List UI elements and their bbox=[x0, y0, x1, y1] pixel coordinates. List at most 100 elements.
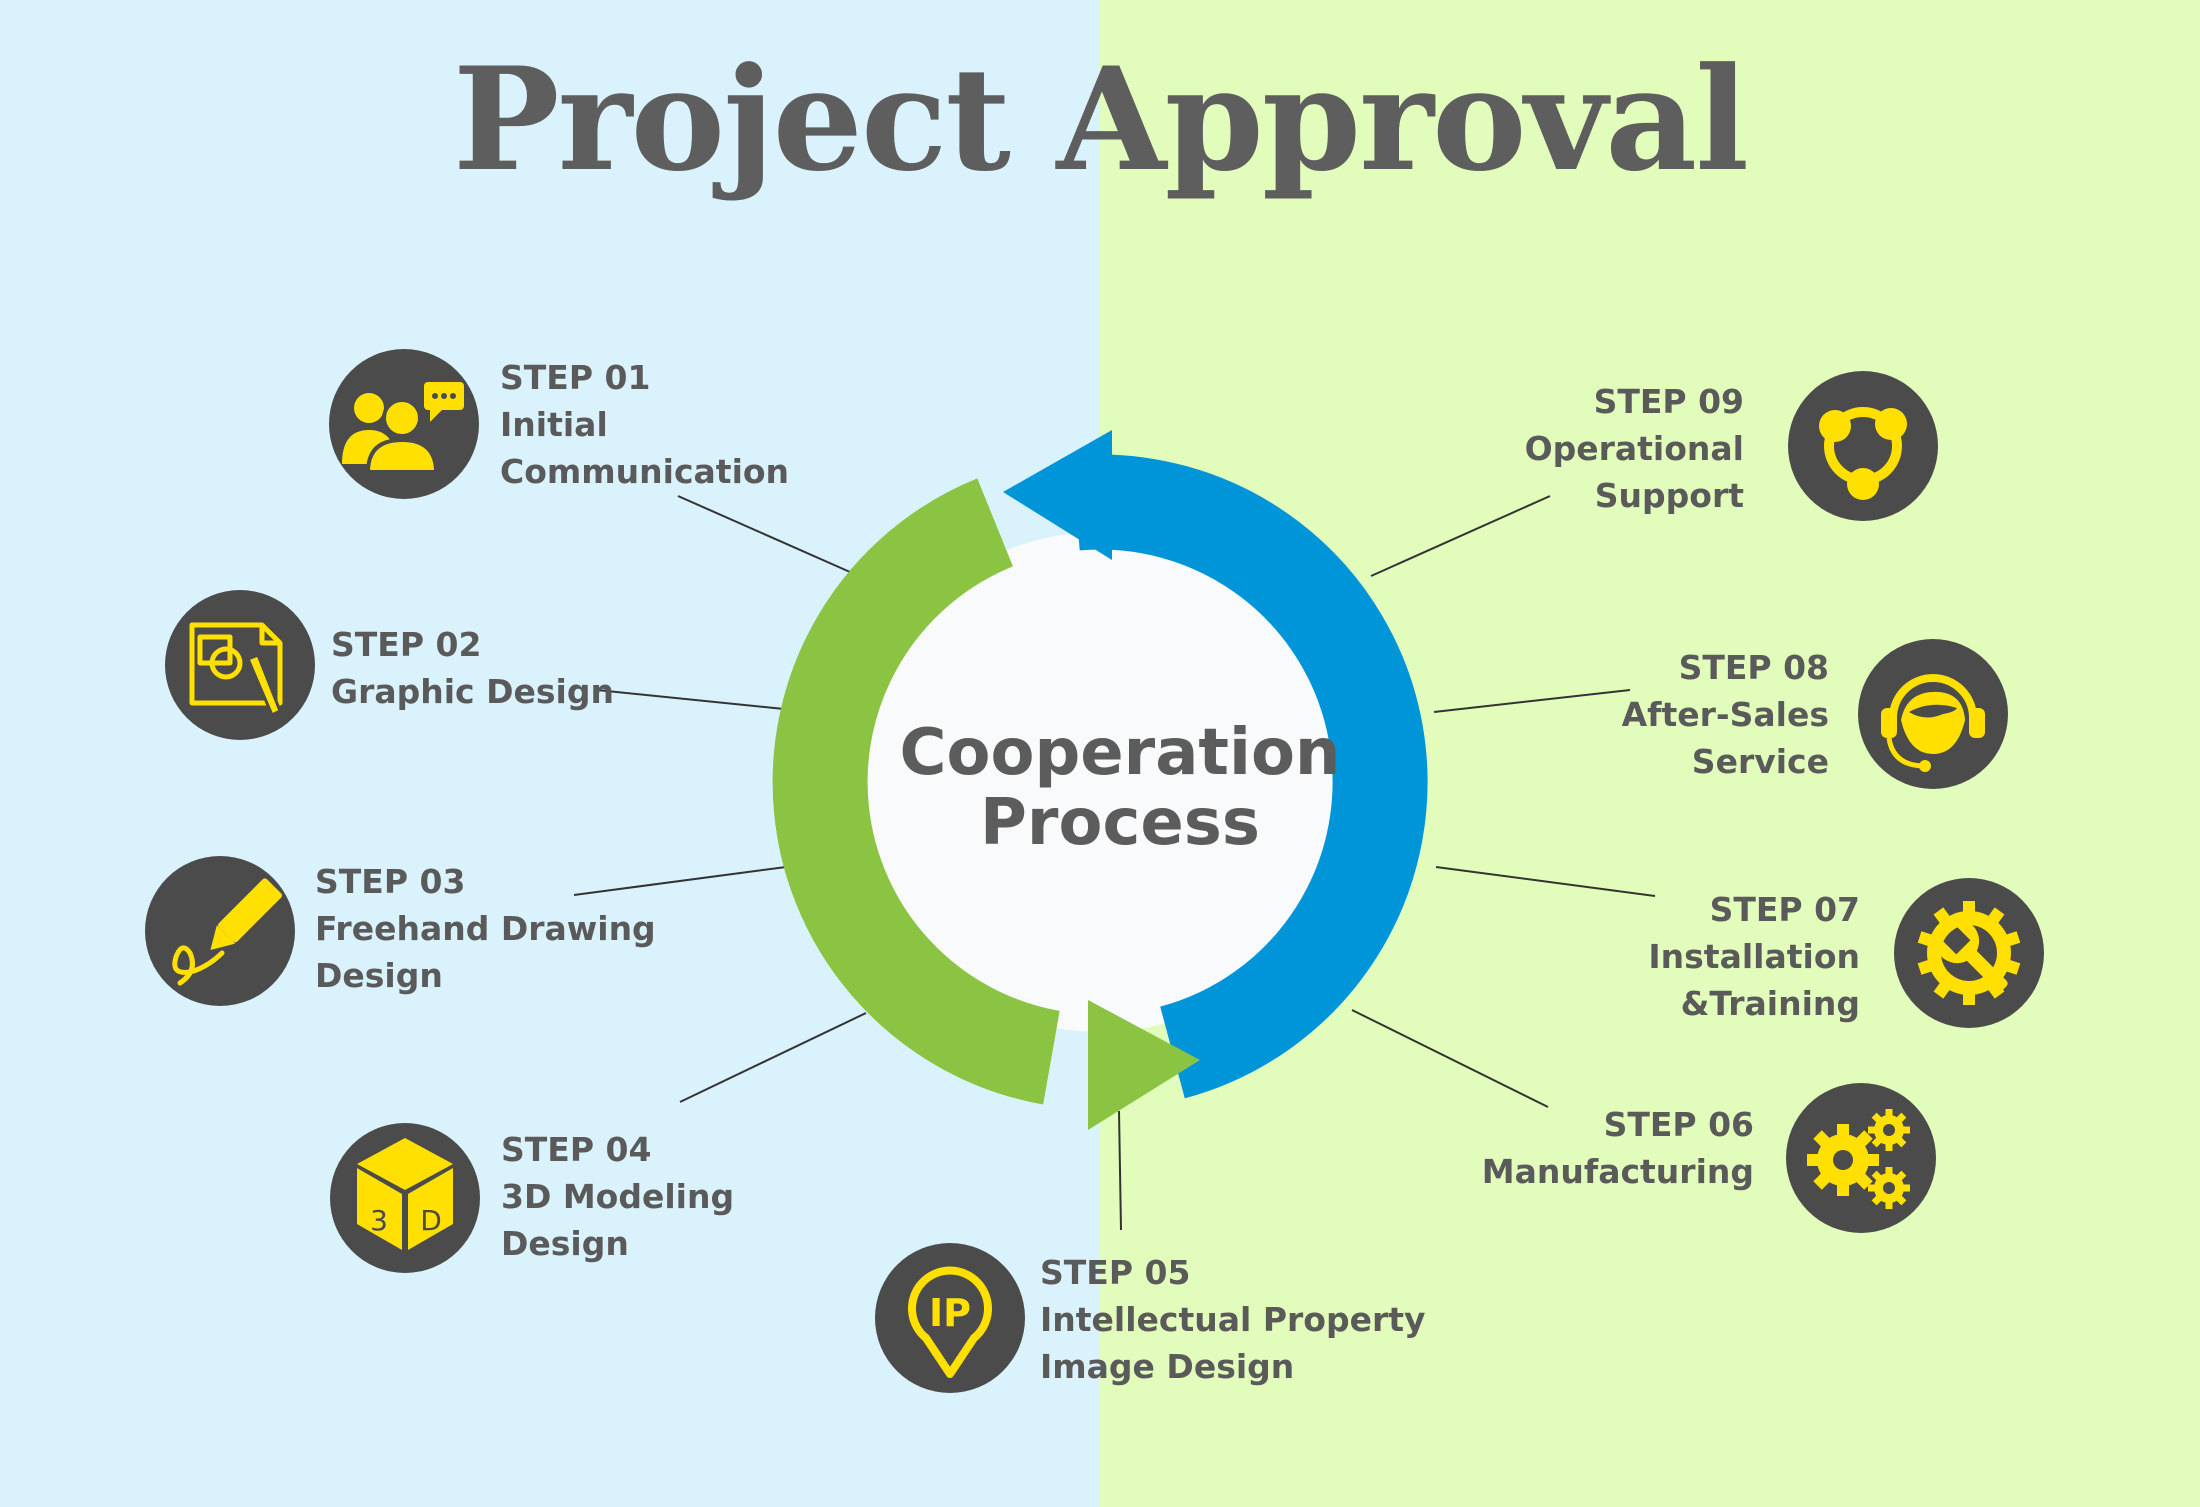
gear-tooth bbox=[1885, 1199, 1893, 1209]
gear-tooth bbox=[1865, 1154, 1879, 1166]
gear-tooth bbox=[1900, 1126, 1910, 1134]
svg-text:3: 3 bbox=[370, 1204, 388, 1237]
gear-tooth bbox=[1894, 1170, 1907, 1183]
step-08-number: STEP 08 bbox=[1678, 648, 1829, 687]
step-01-label: STEP 01 Initial Communication bbox=[500, 354, 789, 495]
gear-tooth bbox=[1933, 980, 1952, 999]
step-01-number: STEP 01 bbox=[500, 358, 651, 397]
gear-tooth bbox=[1885, 1141, 1893, 1151]
ring-center bbox=[850, 532, 1350, 1032]
step-06-line1: Manufacturing bbox=[1481, 1152, 1754, 1191]
gear-tooth bbox=[1871, 1170, 1884, 1183]
green-arc bbox=[772, 478, 1061, 1105]
gear-tooth bbox=[1885, 1109, 1893, 1119]
step-04-line1: 3D Modeling bbox=[501, 1177, 735, 1216]
blue-arrowhead bbox=[1003, 430, 1112, 560]
gear-tooth bbox=[2003, 931, 2021, 947]
connector-step-07 bbox=[1435, 866, 1656, 897]
step-09-label: STEP 09 Operational Support bbox=[1525, 378, 1744, 519]
step-05-number: STEP 05 bbox=[1040, 1253, 1191, 1292]
3d-cube-icon: 3 D bbox=[330, 1123, 480, 1273]
step-04-label: STEP 04 3D Modeling Design bbox=[501, 1126, 734, 1267]
connector-lines bbox=[573, 495, 1656, 1231]
green-arrowhead bbox=[1088, 1000, 1200, 1130]
connector-step-01 bbox=[677, 495, 851, 573]
people-chat-icon bbox=[329, 349, 479, 499]
gear-tooth bbox=[1807, 1154, 1821, 1166]
center-label-line2: Process bbox=[980, 786, 1260, 860]
gear-tooth bbox=[1813, 1171, 1832, 1190]
gear-tooth bbox=[1917, 959, 1935, 975]
step-01-line2: Communication bbox=[500, 452, 790, 491]
gear-wrench-icon bbox=[1894, 878, 2044, 1028]
step-02-label: STEP 02 Graphic Design bbox=[331, 621, 614, 715]
connector-step-05 bbox=[1118, 1110, 1122, 1231]
step-05-line2: Image Design bbox=[1040, 1347, 1295, 1386]
connector-step-03 bbox=[573, 866, 787, 896]
pencil-icon bbox=[145, 856, 295, 1006]
step-05-line1: Intellectual Property bbox=[1040, 1300, 1426, 1339]
gear-tooth bbox=[1868, 1126, 1878, 1134]
gear-tooth bbox=[1885, 1167, 1893, 1177]
gear-tooth bbox=[1871, 1135, 1884, 1148]
gear-tooth bbox=[2003, 959, 2021, 975]
step-07-line2: &Training bbox=[1680, 984, 1860, 1023]
step-03-number: STEP 03 bbox=[315, 862, 466, 901]
gear-tooth bbox=[1894, 1112, 1907, 1125]
center-label-line1: Cooperation bbox=[899, 716, 1341, 790]
gear-tooth bbox=[1900, 1184, 1910, 1192]
svg-text:IP: IP bbox=[929, 1291, 971, 1335]
gear-tooth bbox=[1871, 1112, 1884, 1125]
gear-tooth bbox=[1854, 1130, 1873, 1149]
svg-text:D: D bbox=[420, 1204, 442, 1237]
step-01-line1: Initial bbox=[500, 405, 608, 444]
gear-tooth bbox=[1894, 1193, 1907, 1206]
connector-step-02 bbox=[596, 689, 785, 710]
step-03-line1: Freehand Drawing bbox=[315, 909, 656, 948]
step-04-line2: Design bbox=[501, 1224, 629, 1263]
gears-icon bbox=[1786, 1083, 1936, 1233]
connector-step-09 bbox=[1370, 495, 1551, 577]
connector-step-06 bbox=[1351, 1009, 1549, 1108]
step-09-line1: Operational bbox=[1524, 429, 1744, 468]
step-07-label: STEP 07 Installation &Training bbox=[1648, 886, 1860, 1027]
step-02-line1: Graphic Design bbox=[331, 672, 614, 711]
gear-tooth bbox=[1871, 1193, 1884, 1206]
step-02-number: STEP 02 bbox=[331, 625, 482, 664]
connector-step-04 bbox=[679, 1012, 867, 1103]
gear-tooth bbox=[1813, 1130, 1832, 1149]
page-title: Project Approval bbox=[452, 37, 1749, 203]
network-icon bbox=[1788, 371, 1938, 521]
graphic-design-icon bbox=[165, 590, 315, 740]
ip-pin-icon: IP bbox=[875, 1243, 1025, 1393]
step-07-line1: Installation bbox=[1648, 937, 1860, 976]
blue-arc bbox=[1071, 454, 1428, 1099]
step-04-number: STEP 04 bbox=[501, 1130, 652, 1169]
step-08-line1: After-Sales bbox=[1621, 695, 1829, 734]
step-03-label: STEP 03 Freehand Drawing Design bbox=[315, 858, 656, 999]
step-07-number: STEP 07 bbox=[1709, 890, 1860, 929]
step-08-line2: Service bbox=[1691, 742, 1829, 781]
step-08-label: STEP 08 After-Sales Service bbox=[1622, 644, 1829, 785]
gear-tooth bbox=[1894, 1135, 1907, 1148]
step-05-label: STEP 05 Intellectual Property Image Desi… bbox=[1040, 1249, 1426, 1390]
step-icons: 3 D IP bbox=[145, 349, 2044, 1393]
connector-step-08 bbox=[1433, 689, 1631, 713]
gear-tooth bbox=[1837, 1182, 1849, 1196]
headset-icon bbox=[1858, 639, 2008, 789]
center-label: Cooperation Process bbox=[870, 718, 1370, 858]
cycle-ring bbox=[772, 430, 1428, 1130]
step-03-line2: Design bbox=[315, 956, 443, 995]
step-06-number: STEP 06 bbox=[1603, 1105, 1754, 1144]
step-09-number: STEP 09 bbox=[1593, 382, 1744, 421]
gear-tooth bbox=[1868, 1184, 1878, 1192]
gear-tooth bbox=[1986, 907, 2005, 926]
gear-tooth bbox=[1917, 931, 1935, 947]
gear-tooth bbox=[1837, 1124, 1849, 1138]
step-06-label: STEP 06 Manufacturing bbox=[1482, 1101, 1754, 1195]
step-09-line2: Support bbox=[1594, 476, 1744, 515]
gear-tooth bbox=[1933, 907, 1952, 926]
gear-tooth bbox=[1963, 991, 1975, 1005]
gear-tooth bbox=[1963, 901, 1975, 915]
